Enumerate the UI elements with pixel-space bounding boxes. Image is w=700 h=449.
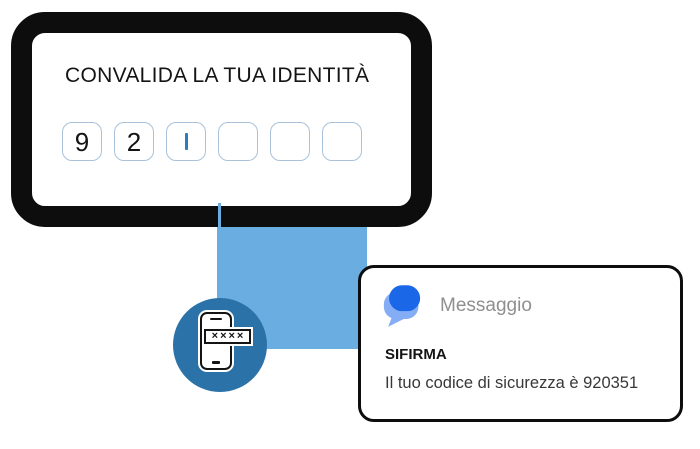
phone-speaker-line [210,318,222,320]
text-caret [184,133,188,150]
messages-app-icon [383,285,421,327]
otp-digit: 9 [74,126,90,157]
sms-message-text: Il tuo codice di sicurezza è 920351 [385,374,639,392]
otp-box-1[interactable]: 9 [62,122,102,161]
screen-title: CONVALIDA LA TUA IDENTITÀ [65,64,370,87]
otp-box-5[interactable] [270,122,310,161]
otp-digit: 2 [126,126,142,157]
masked-code-text: ×××× [211,330,246,342]
otp-box-3-focused[interactable] [166,122,206,161]
otp-box-4[interactable] [218,122,258,161]
otp-input-group: 9 2 [62,122,362,161]
masked-code-field: ×××× [204,329,251,344]
phone-home-line [212,361,220,364]
sms-notification-card: Messaggio SIFIRMA Il tuo codice di sicur… [358,265,683,422]
sms-sender: SIFIRMA [385,346,447,363]
sms-phone-badge: ×××× [173,298,267,392]
sms-card-header: Messaggio [383,284,532,328]
device-frame: CONVALIDA LA TUA IDENTITÀ 9 2 [11,12,432,227]
otp-box-2[interactable]: 2 [114,122,154,161]
connector-line [218,203,221,229]
otp-box-6[interactable] [322,122,362,161]
sms-app-name: Messaggio [440,295,532,316]
